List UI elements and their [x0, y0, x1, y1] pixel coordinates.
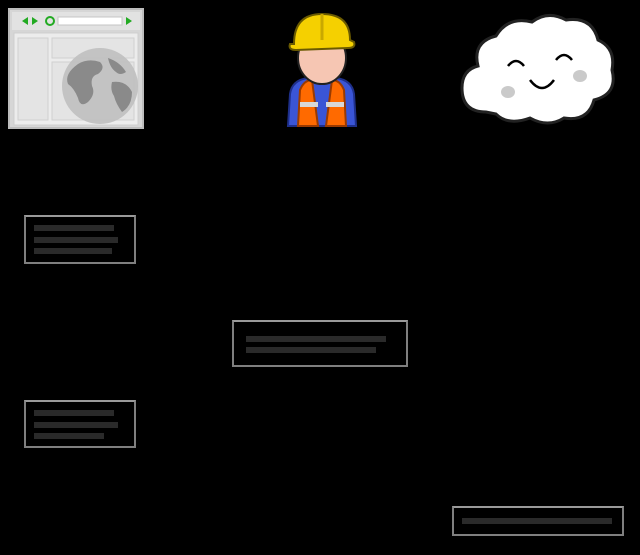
label-box-left-lower [24, 400, 136, 448]
cloud-node [456, 8, 618, 130]
web-browser-icon [8, 8, 144, 129]
scribble-mark [34, 410, 118, 439]
smiling-cloud-icon [460, 14, 615, 125]
worker-node [282, 10, 362, 128]
label-box-bottom-right [452, 506, 624, 536]
construction-worker-icon [286, 12, 358, 127]
scribble-mark [462, 518, 612, 524]
scribble-mark [34, 225, 118, 254]
scribble-mark [246, 336, 386, 353]
label-box-left-upper [24, 215, 136, 264]
label-box-center [232, 320, 408, 367]
browser-node [8, 8, 144, 129]
